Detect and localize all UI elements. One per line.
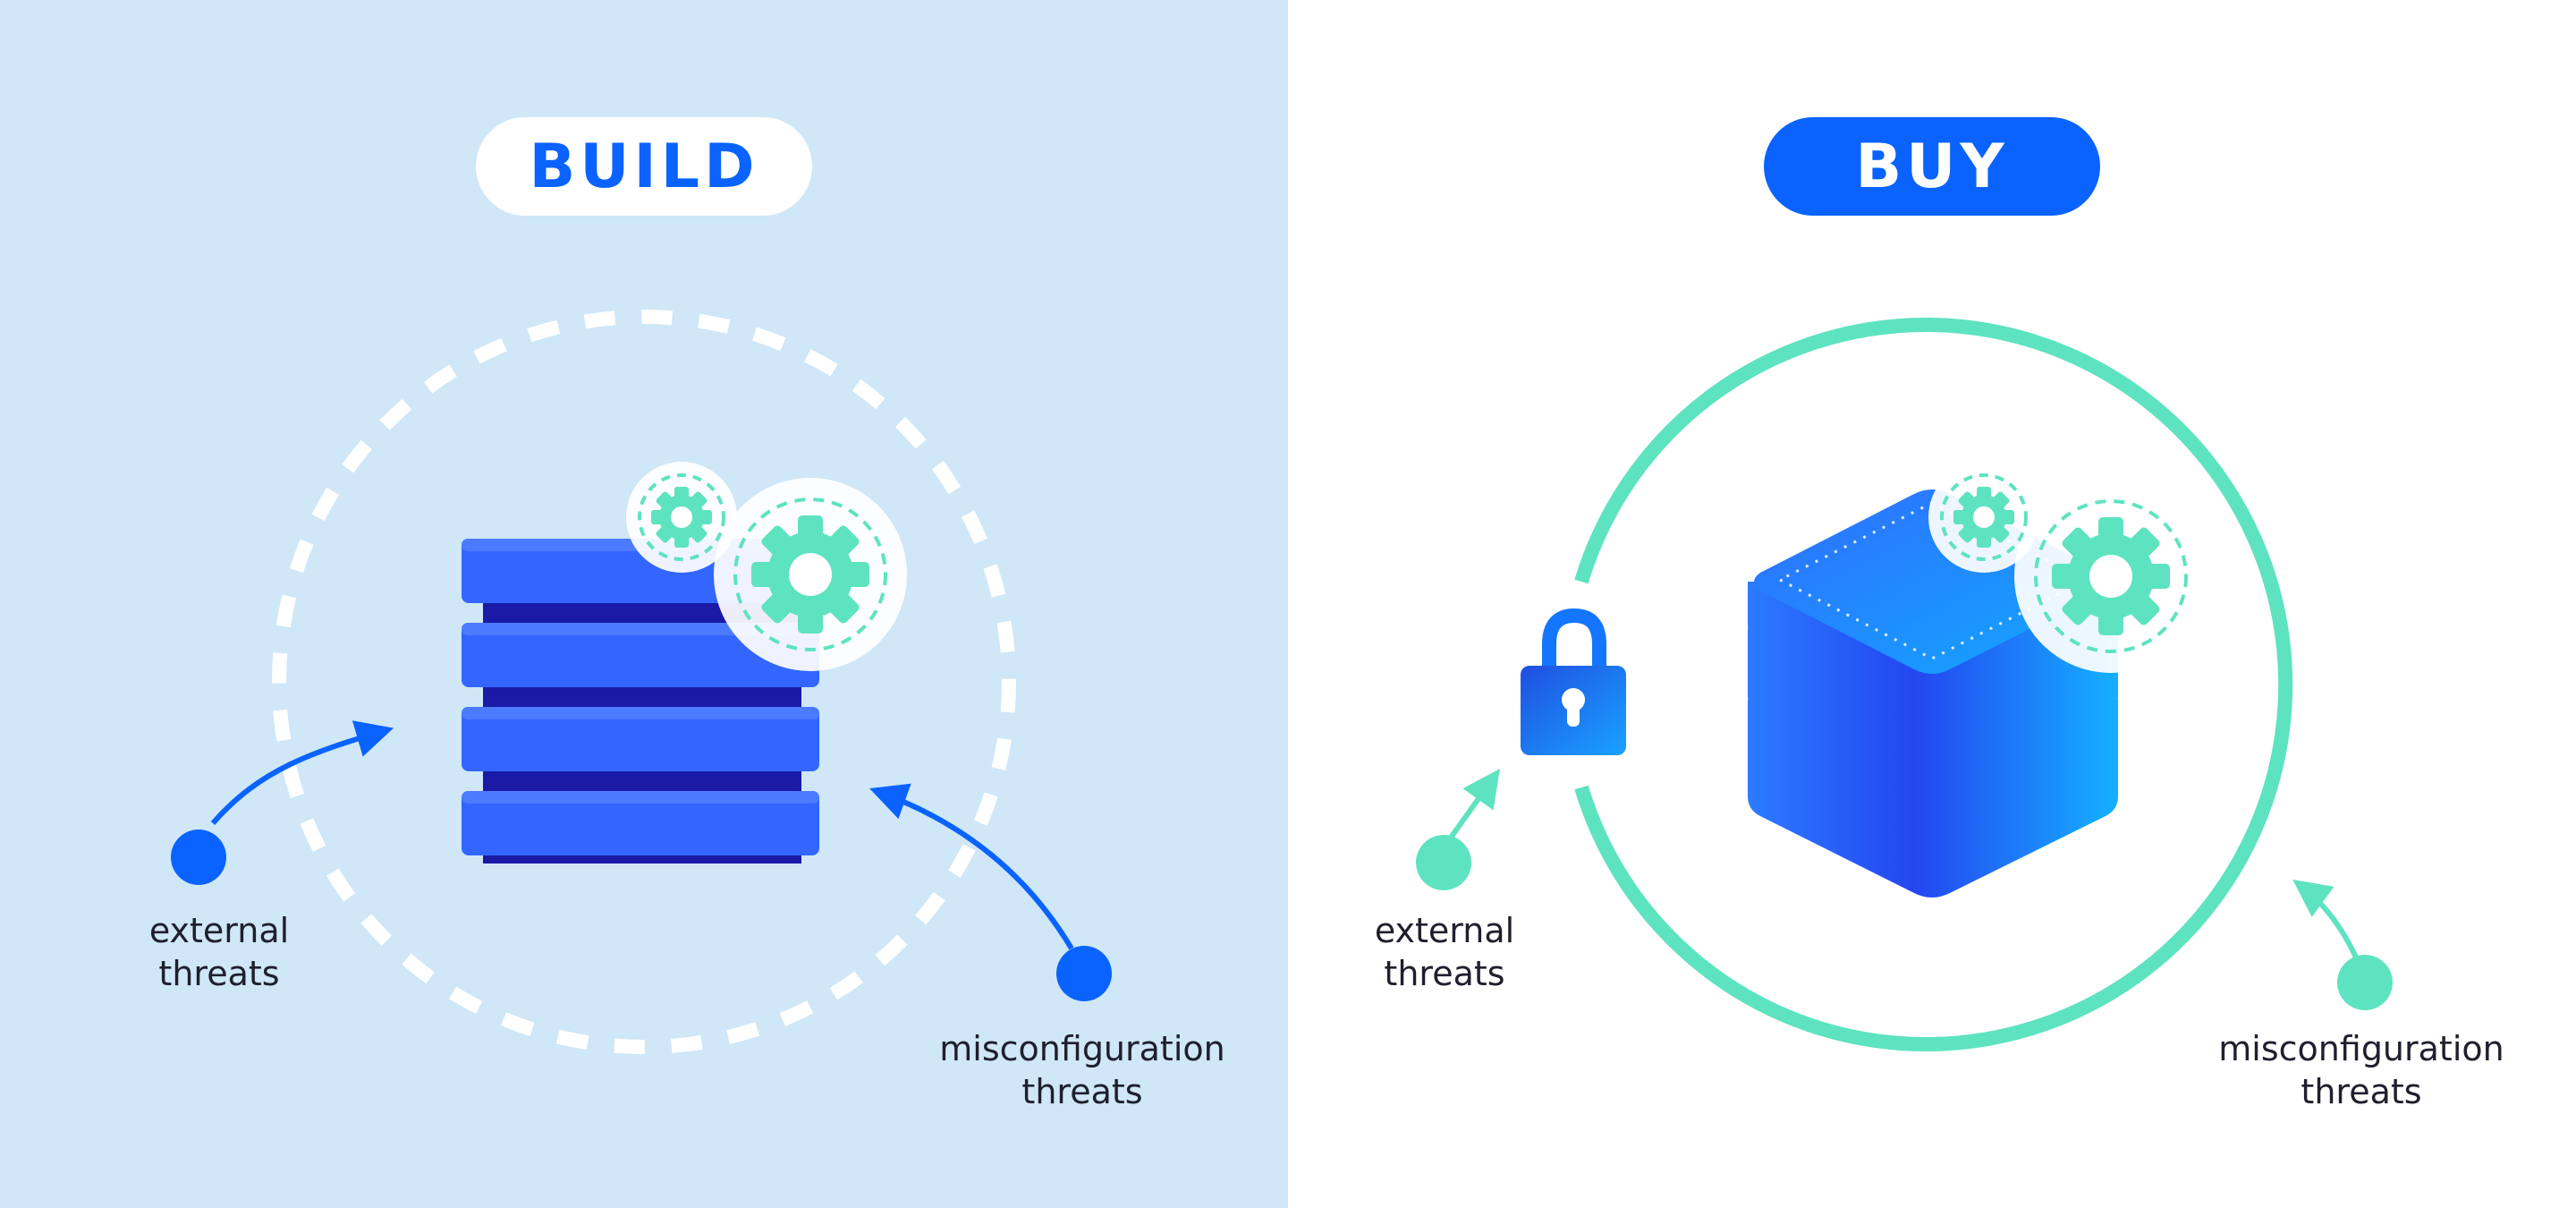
external-threat-arrow <box>210 720 394 825</box>
padlock-icon <box>1521 608 1626 755</box>
external-threat-arrow <box>1448 769 1500 839</box>
build-title: BUILD <box>529 131 759 202</box>
buy-title: BUY <box>1855 131 2009 202</box>
large-gear-icon <box>712 476 909 673</box>
buy-external-threats-label: external threats <box>1333 909 1556 995</box>
label-line: threats <box>2301 1072 2422 1111</box>
dashed-perimeter-circle <box>272 310 1016 1054</box>
build-external-threats-label: external threats <box>107 909 331 995</box>
label-line: threats <box>1021 1072 1143 1111</box>
label-line: misconfiguration <box>939 1029 1225 1068</box>
isometric-cloud-stack-icon <box>1747 489 2119 897</box>
buy-misconfiguration-threats-label: misconfiguration threats <box>2209 1027 2513 1113</box>
label-line: threats <box>158 954 280 993</box>
external-threat-dot <box>1416 835 1471 890</box>
solid-perimeter-circle <box>1574 318 2293 1051</box>
buy-title-pill: BUY <box>1764 117 2100 216</box>
label-line: external <box>1374 911 1515 950</box>
misconfig-threat-dot <box>2337 955 2393 1010</box>
misconfig-threat-arrow <box>2292 880 2359 959</box>
build-misconfiguration-threats-label: misconfiguration threats <box>930 1027 1234 1113</box>
label-line: misconfiguration <box>2218 1029 2504 1068</box>
label-line: external <box>148 911 290 950</box>
label-line: threats <box>1384 954 1505 993</box>
misconfig-threat-dot <box>1056 946 1112 1001</box>
large-gear-icon <box>2012 478 2209 675</box>
external-threat-dot <box>171 829 226 885</box>
build-title-pill: BUILD <box>476 117 812 216</box>
misconfig-threat-arrow <box>869 783 1074 950</box>
